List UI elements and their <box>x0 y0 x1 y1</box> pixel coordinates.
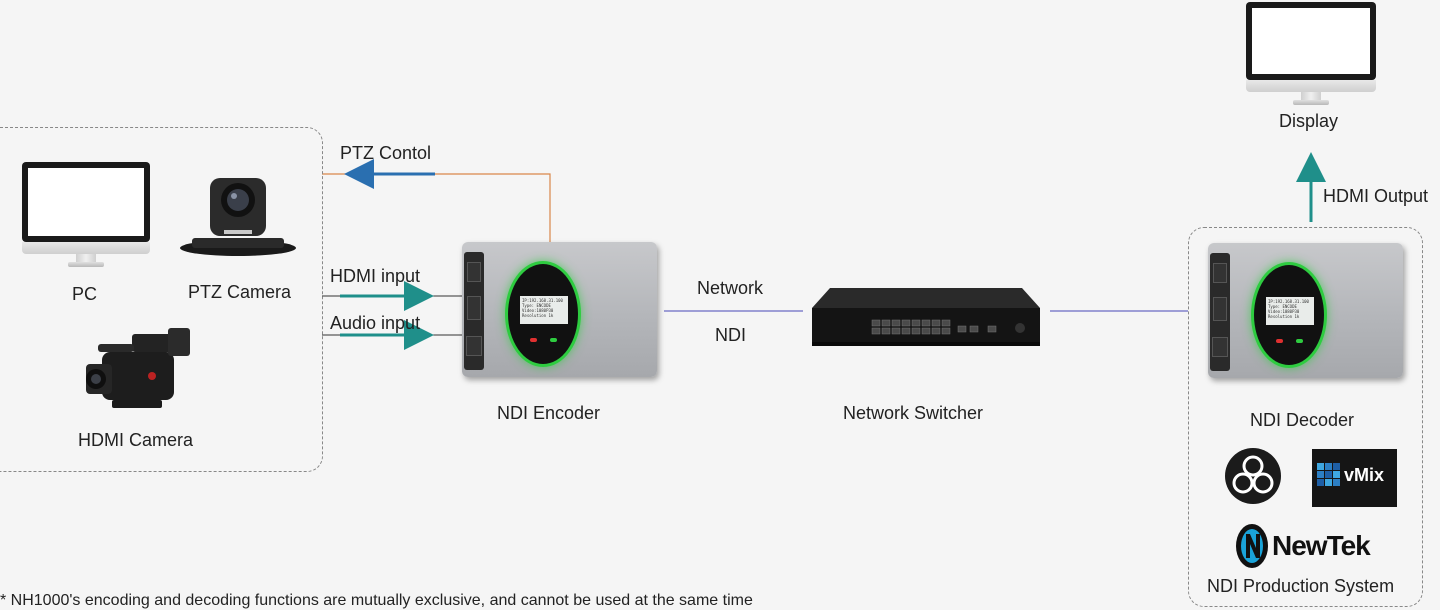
ndi-label: NDI <box>715 325 746 345</box>
ndi-production-system-label: NDI Production System <box>1207 576 1395 596</box>
obs-logo <box>1225 448 1281 504</box>
source-group-box <box>0 127 323 472</box>
network-switcher-label: Network Switcher <box>843 403 984 423</box>
ptz-control-line <box>322 173 551 242</box>
ptz-control-label: PTZ Contol <box>340 143 432 163</box>
vmix-logo-text: vMix <box>1344 465 1385 485</box>
usb-port <box>467 262 481 282</box>
ethernet-port <box>1212 337 1228 357</box>
encoder-lcd: IP:192.168.31.100 Type: ENCODE Video:108… <box>520 296 568 324</box>
newtek-icon <box>1236 524 1268 568</box>
network-label: Network <box>697 278 764 298</box>
pc-monitor <box>22 162 150 268</box>
ndi-encoder-device: IP:192.168.31.100 Type: ENCODE Video:108… <box>462 242 657 377</box>
display-monitor <box>1246 2 1376 106</box>
ptz-camera-label: PTZ Camera <box>188 282 292 302</box>
ndi-decoder-device: IP:192.168.31.100 Type: ENCODE Video:108… <box>1208 243 1403 378</box>
network-switcher-icon <box>812 288 1040 346</box>
decoder-group-box <box>1188 227 1423 607</box>
hdmi-port <box>1213 297 1227 321</box>
usb-port <box>1213 263 1227 283</box>
newtek-logo-text: NewTek <box>1272 530 1371 561</box>
run-led <box>550 338 557 342</box>
decoder-lcd: IP:192.168.31.100 Type: ENCODE Video:108… <box>1266 297 1314 325</box>
hdmi-port <box>467 296 481 320</box>
display-label: Display <box>1279 111 1339 131</box>
footnote: * NH1000's encoding and decoding functio… <box>0 592 753 609</box>
ndi-decoder-label: NDI Decoder <box>1250 410 1355 430</box>
audio-input-label: Audio input <box>330 313 421 333</box>
power-led <box>530 338 537 342</box>
ethernet-port <box>466 336 482 356</box>
hdmi-camera-label: HDMI Camera <box>78 430 194 450</box>
hdmi-input-label: HDMI input <box>330 266 421 286</box>
pc-label: PC <box>72 284 98 304</box>
ptz-camera-icon <box>180 178 296 256</box>
ndi-encoder-label: NDI Encoder <box>497 403 601 423</box>
hdmi-camera-icon <box>86 328 190 408</box>
power-led <box>1276 339 1283 343</box>
run-led <box>1296 339 1303 343</box>
vmix-logo: vMix <box>1312 449 1397 507</box>
hdmi-output-label: HDMI Output <box>1323 186 1429 206</box>
